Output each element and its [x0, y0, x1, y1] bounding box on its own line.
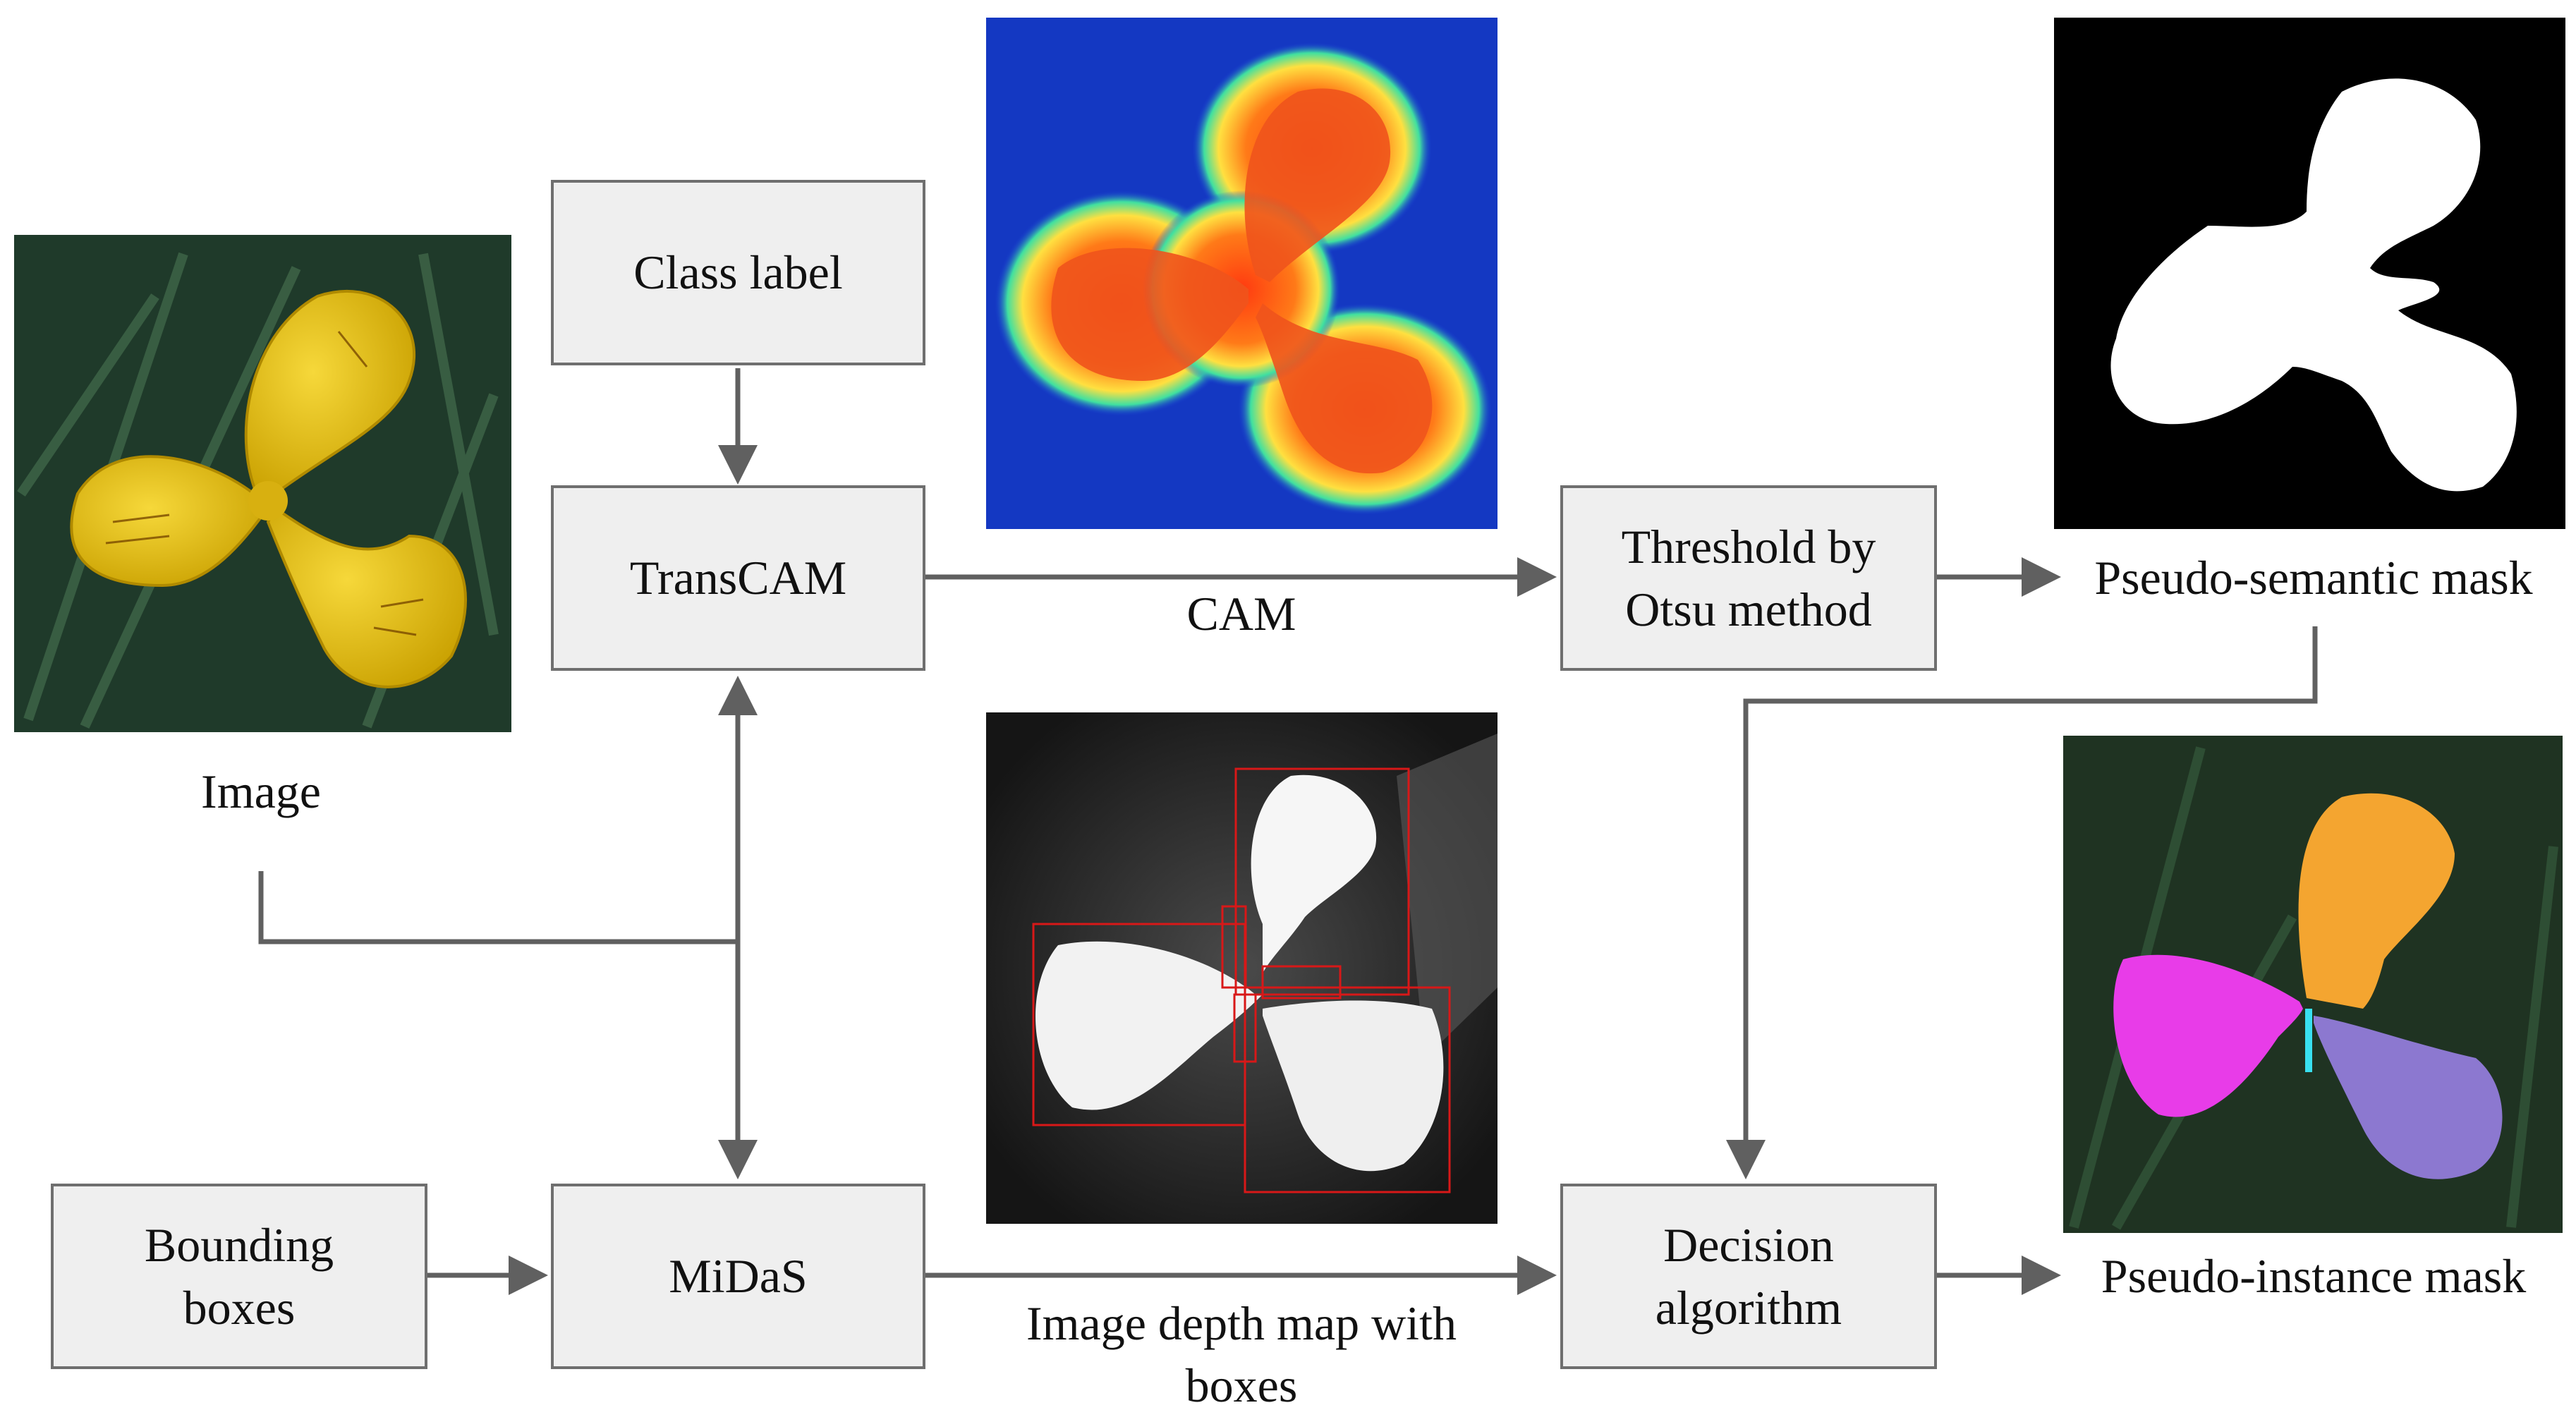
threshold-text-line2: Otsu method: [1625, 582, 1872, 636]
midas-text: MiDaS: [669, 1249, 808, 1304]
bounding-boxes-text-line1: Bounding: [144, 1218, 334, 1272]
depth-map-caption-line1: Image depth map with: [1026, 1296, 1457, 1350]
cam-caption: CAM: [1186, 587, 1296, 640]
threshold-text-line1: Threshold by: [1621, 520, 1876, 574]
pseudo-instance-caption: Pseudo-instance mask: [2101, 1249, 2527, 1303]
decision-text-line1: Decision: [1663, 1218, 1834, 1272]
input-flower-image: [14, 235, 511, 732]
pseudo-instance-mask-image: [2063, 736, 2563, 1233]
threshold-node: Threshold by Otsu method: [1560, 485, 1937, 671]
class-label-text: Class label: [633, 245, 843, 300]
bounding-boxes-node: Bounding boxes: [51, 1184, 427, 1369]
bounding-boxes-text-line2: boxes: [183, 1280, 296, 1335]
decision-text-line2: algorithm: [1655, 1280, 1842, 1335]
cam-heatmap-image: [986, 18, 1497, 529]
decision-node: Decision algorithm: [1560, 1184, 1937, 1369]
transcam-node: TransCAM: [551, 485, 925, 671]
image-caption: Image: [201, 765, 321, 818]
transcam-text: TransCAM: [629, 551, 847, 605]
arrow-image-branch: [258, 871, 738, 944]
pseudo-semantic-mask-image: [2054, 18, 2565, 529]
depth-map-image: [986, 712, 1497, 1224]
connector-arrows: [258, 368, 2318, 1295]
arrow-semantic-to-decision: [1726, 626, 2318, 1179]
depth-map-caption: Image depth map with boxes: [973, 1292, 1509, 1417]
pseudo-semantic-caption: Pseudo-semantic mask: [2094, 551, 2533, 604]
midas-node: MiDaS: [551, 1184, 925, 1369]
depth-map-caption-line2: boxes: [1185, 1359, 1298, 1413]
class-label-node: Class label: [551, 180, 925, 365]
